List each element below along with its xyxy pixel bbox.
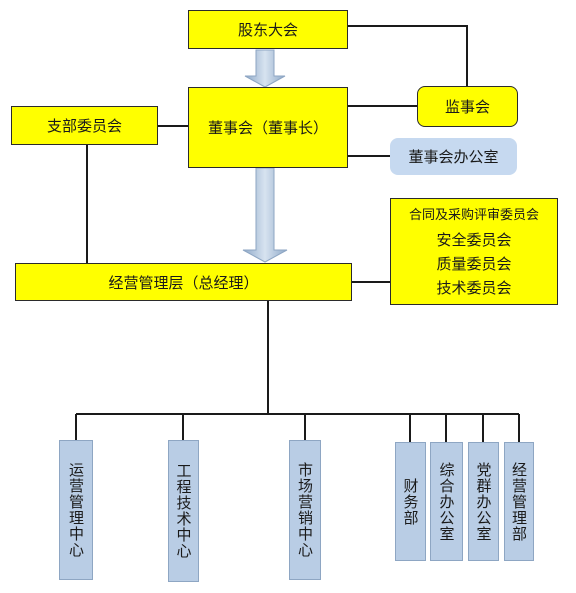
committee-contract-procurement: 合同及采购评审委员会 xyxy=(408,207,539,223)
department-operations-center: 运营管理中心 xyxy=(59,440,93,580)
line-shareholders-supervisors xyxy=(348,25,468,86)
department-label: 党群办公室 xyxy=(474,461,493,542)
department-engineering-center: 工程技术中心 xyxy=(168,440,199,582)
board-office-box: 董事会办公室 xyxy=(390,138,517,175)
department-label: 运营管理中心 xyxy=(67,462,85,558)
party-branch-label: 支部委员会 xyxy=(46,117,122,135)
department-business-management: 经营管理部 xyxy=(504,442,534,561)
supervisors-label: 监事会 xyxy=(444,98,490,116)
shareholders-meeting-box: 股东大会 xyxy=(188,10,348,49)
department-label: 经营管理部 xyxy=(510,461,528,542)
department-label: 财务部 xyxy=(401,477,420,526)
department-label: 综合办公室 xyxy=(437,461,456,542)
arrow-shareholders-to-board xyxy=(244,49,286,88)
supervisors-box: 监事会 xyxy=(417,86,518,127)
department-general-office: 综合办公室 xyxy=(430,442,463,561)
department-label: 工程技术中心 xyxy=(174,463,193,559)
department-label: 市场营销中心 xyxy=(296,462,314,558)
department-finance: 财务部 xyxy=(395,442,426,561)
management-box: 经营管理层（总经理） xyxy=(15,263,352,301)
management-label: 经营管理层（总经理） xyxy=(108,273,259,292)
arrow-board-to-management xyxy=(242,167,288,263)
party-branch-box: 支部委员会 xyxy=(11,106,158,145)
committee-safety: 安全委员会 xyxy=(436,230,512,249)
board-label: 董事会（董事长） xyxy=(207,119,328,137)
board-box: 董事会（董事长） xyxy=(188,87,348,168)
committee-quality: 质量委员会 xyxy=(436,254,512,273)
shareholders-meeting-label: 股东大会 xyxy=(237,21,298,39)
committee-technology: 技术委员会 xyxy=(436,278,512,297)
board-office-label: 董事会办公室 xyxy=(408,148,499,166)
committees-box: 合同及采购评审委员会 安全委员会 质量委员会 技术委员会 xyxy=(390,198,558,305)
department-marketing-center: 市场营销中心 xyxy=(289,440,321,580)
department-party-office: 党群办公室 xyxy=(468,442,499,561)
